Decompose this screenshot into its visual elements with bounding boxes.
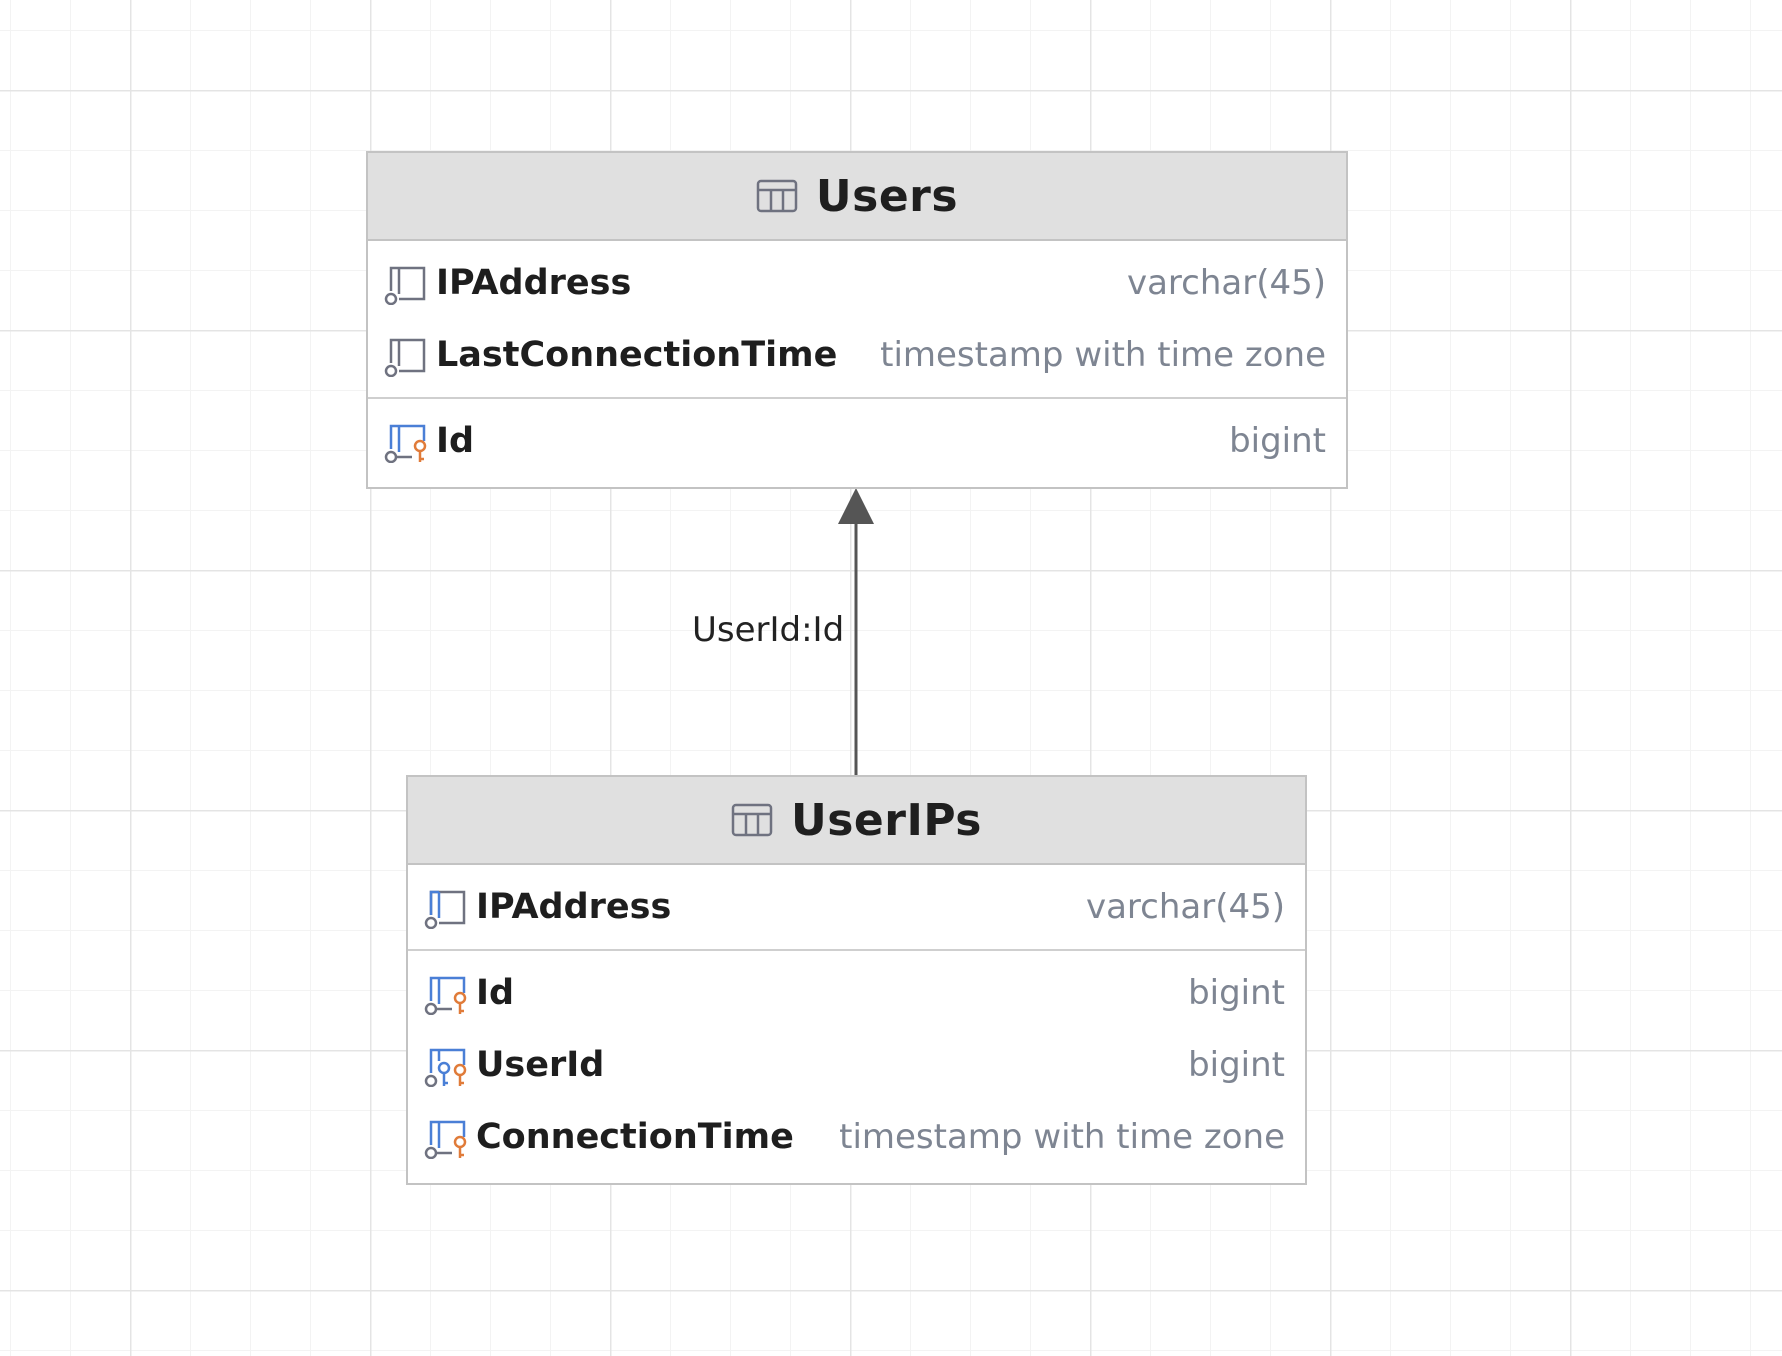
column-section: IPAddress varchar(45) xyxy=(408,865,1305,949)
column-row[interactable]: ConnectionTime timestamp with time zone xyxy=(408,1101,1305,1173)
table-title: UserIPs xyxy=(791,794,982,846)
primary-key-column-icon xyxy=(384,424,427,463)
primary-key-column-icon xyxy=(424,1120,467,1159)
column-name: IPAddress xyxy=(436,263,632,303)
column-type: bigint xyxy=(1188,1045,1285,1085)
column-type: varchar(45) xyxy=(1085,887,1285,927)
relationship-arrowhead xyxy=(838,488,874,524)
column-name: Id xyxy=(436,421,475,461)
column-row[interactable]: UserId bigint xyxy=(408,1029,1305,1101)
column-type: bigint xyxy=(1229,421,1326,461)
relationship-label: UserId:Id xyxy=(692,610,845,650)
column-section: Id bigint xyxy=(368,397,1346,483)
column-icon xyxy=(384,266,426,305)
column-name: Id xyxy=(476,973,515,1013)
column-name: IPAddress xyxy=(476,887,672,927)
column-row[interactable]: Id bigint xyxy=(408,957,1305,1029)
table-header[interactable]: Users xyxy=(368,153,1346,241)
column-name: UserId xyxy=(476,1045,605,1085)
table-header[interactable]: UserIPs xyxy=(408,777,1305,865)
column-name: LastConnectionTime xyxy=(436,335,838,375)
column-name: ConnectionTime xyxy=(476,1117,794,1157)
column-type: varchar(45) xyxy=(1126,263,1326,303)
table-title: Users xyxy=(815,170,959,222)
column-type: bigint xyxy=(1188,973,1285,1013)
table-icon xyxy=(731,803,773,837)
column-row[interactable]: LastConnectionTime timestamp with time z… xyxy=(368,319,1346,391)
column-section: IPAddress varchar(45) LastConnectionTime… xyxy=(368,241,1346,397)
column-row[interactable]: IPAddress varchar(45) xyxy=(408,871,1305,943)
table-userips[interactable]: UserIPs IPAddress varchar(45) xyxy=(406,775,1307,1185)
column-index-icon xyxy=(424,890,466,929)
column-type: timestamp with time zone xyxy=(839,1117,1285,1157)
foreign-primary-key-column-icon xyxy=(424,1048,467,1087)
column-icon xyxy=(384,338,426,377)
table-users[interactable]: Users IPAddress varchar(45) LastConnecti… xyxy=(366,151,1348,489)
column-row[interactable]: Id bigint xyxy=(368,405,1346,477)
column-type: timestamp with time zone xyxy=(880,335,1326,375)
table-icon xyxy=(756,179,798,213)
primary-key-column-icon xyxy=(424,976,467,1015)
column-row[interactable]: IPAddress varchar(45) xyxy=(368,247,1346,319)
column-section: Id bigint UserId bigint xyxy=(408,949,1305,1179)
